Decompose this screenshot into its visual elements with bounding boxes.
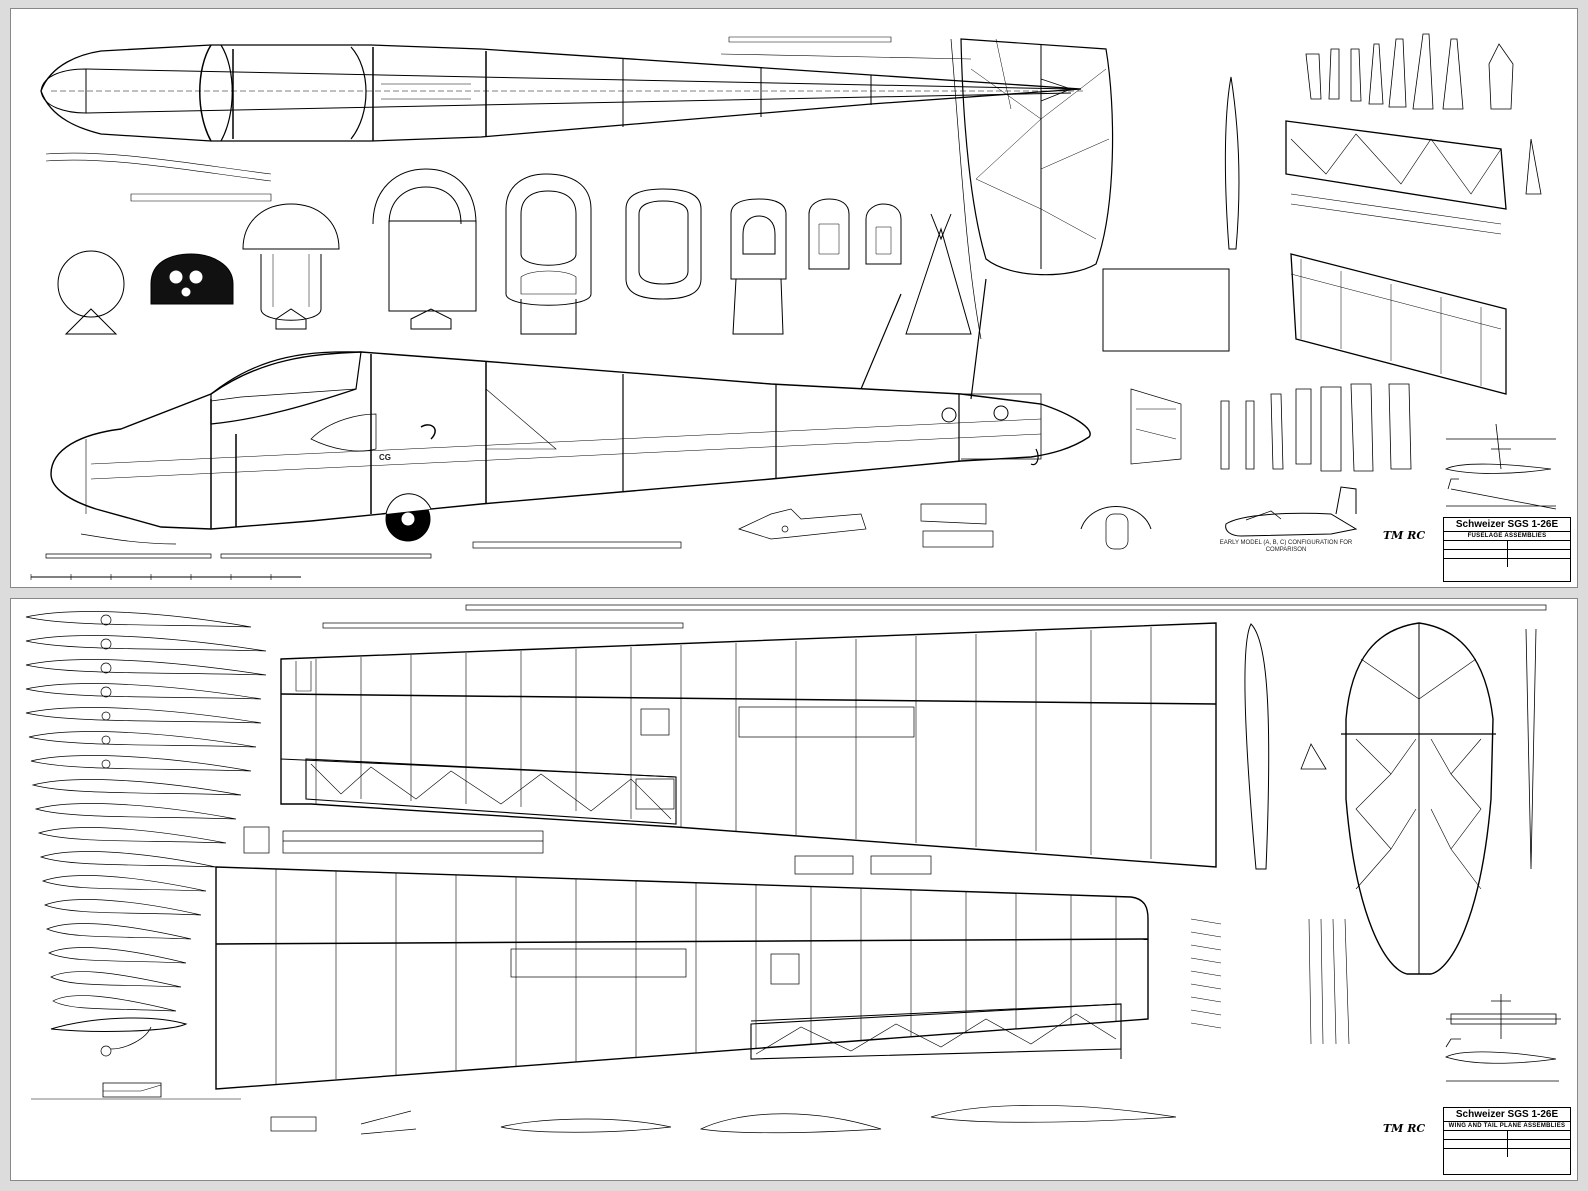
title-block-wing: Schweizer SGS 1-26E WING AND TAIL PLANE …	[1443, 1107, 1571, 1175]
title-block-row	[1444, 1140, 1570, 1149]
title-block-subtitle: WING AND TAIL PLANE ASSEMBLIES	[1444, 1122, 1570, 1131]
title-block-row	[1444, 1131, 1570, 1140]
fuselage-side-view	[50, 278, 1091, 530]
wing-rib-stack	[25, 611, 267, 1098]
rudder-fin	[950, 38, 1114, 340]
fuselage-top-view	[40, 44, 1086, 142]
early-model-note: EARLY MODEL (A, B, C) CONFIGURATION FOR …	[1219, 540, 1353, 553]
cg-label: CG	[379, 453, 391, 462]
left-wing-panel	[280, 622, 1217, 868]
three-view-small	[1444, 423, 1557, 510]
wing-plan-sheet: TM RC Schweizer SGS 1-26E WING AND TAIL …	[10, 598, 1578, 1181]
title-block-title: Schweizer SGS 1-26E	[1444, 518, 1570, 532]
fuselage-drawing	[30, 33, 1557, 580]
stabilizer-parts	[1224, 76, 1507, 395]
fuselage-formers	[57, 168, 1230, 352]
spar-strips	[243, 604, 1547, 1135]
three-view-small-2	[1444, 994, 1561, 1082]
tmrc-logo: TM RC	[1383, 529, 1426, 542]
landing-wheel	[385, 493, 432, 542]
title-block-row	[1444, 541, 1570, 550]
right-wing-panel	[215, 866, 1149, 1090]
title-block-row	[1444, 550, 1570, 559]
stringer-parts	[45, 36, 972, 202]
misc-parts	[30, 388, 1358, 580]
title-block-title: Schweizer SGS 1-26E	[1444, 1108, 1570, 1122]
wing-drawing	[25, 604, 1561, 1135]
tail-plane-parts	[1190, 622, 1537, 1045]
title-block-row	[1444, 1149, 1570, 1157]
fuselage-plan-sheet: EARLY MODEL (A, B, C) CONFIGURATION FOR …	[10, 8, 1578, 588]
title-block-fuselage: Schweizer SGS 1-26E FUSELAGE ASSEMBLIES	[1443, 517, 1571, 582]
tapered-parts	[1220, 33, 1542, 472]
title-block-row	[1444, 559, 1570, 567]
title-block-subtitle: FUSELAGE ASSEMBLIES	[1444, 532, 1570, 541]
tmrc-logo-2: TM RC	[1383, 1122, 1426, 1135]
